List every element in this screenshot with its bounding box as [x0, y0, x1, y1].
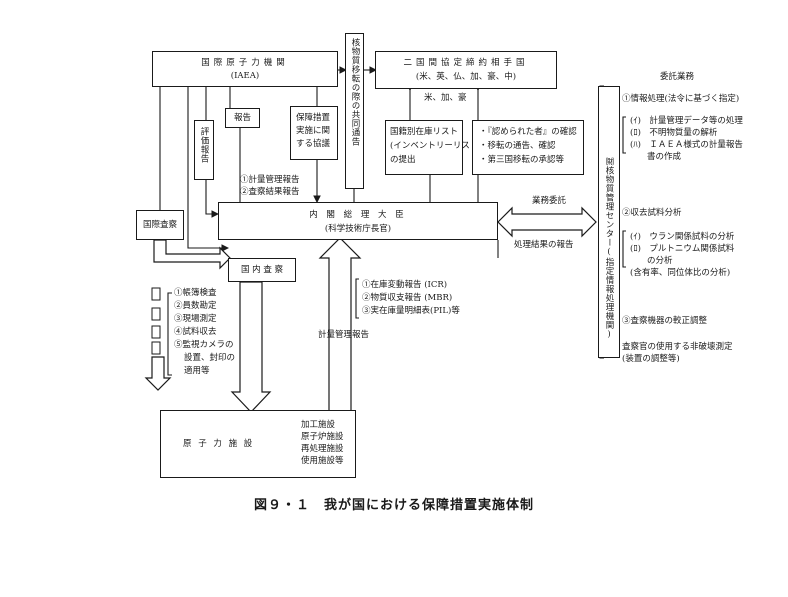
item-marker-2	[151, 307, 161, 321]
inspection-down-arrow	[144, 356, 172, 391]
delegated-s2-item-3: の分析	[630, 256, 673, 266]
facility-type-1: 加工施設	[301, 420, 336, 430]
partners-arrow-label: 米、加、豪	[424, 93, 467, 103]
delegated-s1-item-4: 書の作成	[630, 152, 682, 162]
s1-bracket	[622, 116, 626, 154]
facility-type-2: 原子炉施設	[301, 432, 344, 442]
operator-report-3: ③実在庫量明細表(PIL)等	[362, 306, 460, 316]
delegated-s1-item-1: (ｲ) 計量管理データ等の処理	[630, 116, 743, 126]
delegated-s2-item-1: (ｲ) ウラン関係試料の分析	[630, 232, 735, 242]
figure-caption: 図９・１ 我が国における保障措置実施体制	[253, 498, 534, 513]
facility-type-4: 使用施設等	[301, 456, 344, 466]
approval-line-3: ・第三国移転の承認等	[479, 155, 565, 165]
inventory-line-3: の提出	[390, 155, 416, 165]
operator-report-1: ①在庫変動報告 (ICR)	[362, 280, 448, 290]
inspection-item-1: ①帳簿検査	[174, 288, 217, 298]
iaea-abbr: (IAEA)	[230, 71, 260, 81]
inspection-item-5: ⑤監視カメラの	[174, 340, 234, 350]
agreement-line-1: 保障措置	[296, 113, 331, 123]
valuation-report-box: 評価報告	[194, 120, 214, 180]
operator-report-2: ②物質収支報告 (MBR)	[362, 293, 453, 303]
delegated-s3-title: ③査察機器の較正調整	[622, 316, 708, 326]
partners-countries: (米、英、仏、加、豪、中)	[415, 72, 517, 82]
delegated-s2-item-4: (含有率、同位体比の分析)	[630, 268, 731, 278]
accounting-report-label: 計量管理報告	[318, 330, 370, 340]
inspection-item-2: ②員数勘定	[174, 301, 217, 311]
intl-inspection-box: 国際査察	[136, 210, 184, 240]
iaea-name: 国際原子力機関	[201, 58, 289, 68]
iaea-box: 国際原子力機関 (IAEA)	[152, 51, 338, 87]
inspection-item-6: 設置、封印の	[184, 353, 236, 363]
delegated-s1-title: ①情報処理(法令に基づく指定)	[622, 94, 740, 104]
item-marker-4	[151, 341, 161, 355]
report-box: 報告	[225, 108, 260, 128]
intl-to-domestic-hollow-arrow	[153, 239, 231, 270]
facility-to-pm-hollow-arrow	[318, 237, 362, 413]
inventory-line-2: (インベントリーリスト)	[390, 141, 482, 151]
delegated-s2-title: ②収去試料分析	[622, 208, 682, 218]
delegated-s2-item-2: (ﾛ) プルトニウム関係試料	[630, 244, 735, 254]
iaea-to-domestic-arrow	[187, 86, 230, 252]
pm-box: 内 閣 総 理 大 臣 (科学技術庁長官)	[218, 202, 498, 240]
pm-sub: (科学技術庁長官)	[324, 224, 392, 234]
domestic-inspection-text: 国 内 査 察	[240, 265, 284, 275]
center-text: ㈶核物質管理センター(指定情報処理機関)	[604, 157, 614, 340]
inspection-bracket	[167, 292, 172, 376]
ops-bracket	[355, 278, 359, 319]
agreement-line-3: する協議	[296, 139, 331, 149]
joint-notice-text: 核物質移転の際の共同通告	[350, 38, 360, 146]
pm-name: 内 閣 総 理 大 臣	[309, 210, 407, 220]
approval-line-2: ・移転の通告、確認	[479, 141, 556, 151]
inspection-item-4: ④試料収去	[174, 327, 217, 337]
delegation-double-arrow	[497, 206, 597, 238]
inventory-line-1: 国籍別在庫リスト	[390, 127, 459, 137]
joint-notice-box: 核物質移転の際の共同通告	[345, 33, 364, 189]
agreement-line-2: 実施に関	[296, 126, 331, 136]
inspection-item-3: ③現場測定	[174, 314, 217, 324]
iaea-report-1: ①計量管理報告	[240, 175, 300, 185]
report-box-text: 報告	[233, 113, 251, 123]
facility-box: 原 子 力 施 設 加工施設 原子炉施設 再処理施設 使用施設等	[160, 410, 356, 478]
center-box: ㈶核物質管理センター(指定情報処理機関)	[598, 86, 620, 358]
approval-box: ・『認められた者』の確認 ・移転の通告、確認 ・第三国移転の承認等	[472, 120, 584, 175]
iaea-report-2: ②査察結果報告	[240, 187, 300, 197]
item-marker-1	[151, 287, 161, 301]
intl-inspection-text: 国際査察	[142, 220, 177, 230]
approval-line-1: ・『認められた者』の確認	[479, 127, 577, 137]
agreement-box: 保障措置 実施に関 する協議	[290, 106, 338, 160]
business-delegation-label: 業務委託	[532, 196, 567, 206]
item-marker-3	[151, 325, 161, 339]
partners-name: 二国間協定締約相手国	[403, 58, 529, 68]
delegated-s1-item-2: (ﾛ) 不明物質量の解析	[630, 128, 718, 138]
delegated-s1-item-3: (ﾊ) ＩＡＥＡ様式の計量報告	[630, 140, 743, 150]
delegated-s3-item-1: 査察官の使用する非破壊測定	[622, 342, 733, 352]
delegated-s3-item-2: (装置の調整等)	[622, 354, 680, 364]
domestic-inspection-box: 国 内 査 察	[228, 258, 296, 282]
inventory-box: 国籍別在庫リスト (インベントリーリスト) の提出	[385, 120, 482, 175]
inspection-item-7: 適用等	[184, 366, 210, 376]
valuation-report-text: 評価報告	[199, 127, 209, 163]
domestic-to-facility-hollow-arrow	[230, 281, 272, 413]
delegated-heading: 委託業務	[660, 72, 695, 82]
facility-name: 原 子 力 施 設	[183, 439, 255, 449]
partners-box: 二国間協定締約相手国 (米、英、仏、加、豪、中)	[375, 51, 557, 89]
facility-type-3: 再処理施設	[301, 444, 344, 454]
result-report-label: 処理結果の報告	[514, 240, 574, 250]
s2-bracket	[622, 230, 626, 268]
